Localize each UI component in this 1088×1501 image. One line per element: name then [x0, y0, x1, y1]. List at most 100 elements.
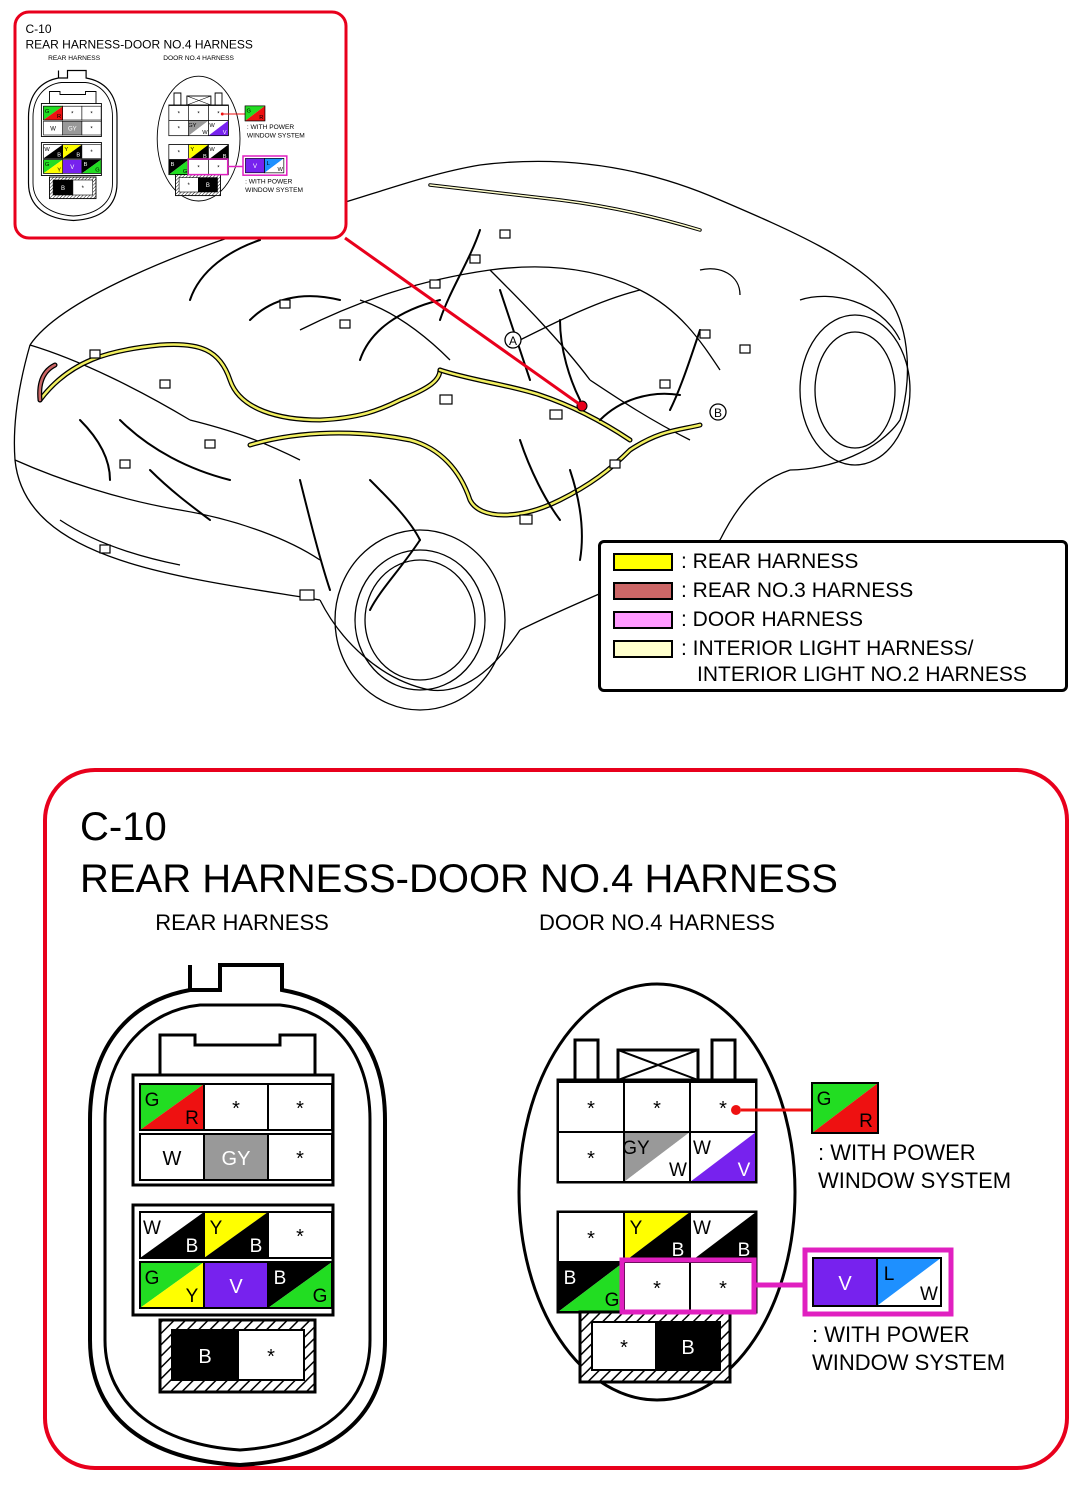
pin-color-code: Y — [210, 1218, 223, 1239]
connector-pin: V — [245, 158, 265, 174]
pin-color-code: * — [653, 1098, 661, 1120]
pin-stripe-code: B — [250, 1236, 263, 1257]
pin-stripe-code: G — [605, 1290, 620, 1311]
connector-pin: GY — [62, 120, 83, 136]
connector-pin: * — [267, 1083, 333, 1131]
pin-color-code: * — [296, 1098, 304, 1120]
pin-stripe-code: R — [185, 1108, 199, 1129]
connector-pin: WB — [139, 1211, 205, 1259]
connector-pin: * — [81, 105, 102, 121]
connector-pin: W — [43, 120, 64, 136]
connector-pin: WV — [208, 120, 229, 136]
connector-pin: GR — [811, 1082, 879, 1134]
pin-stripe-code: B — [738, 1240, 751, 1261]
pin-color-code: GY — [188, 123, 196, 129]
connector-pin: * — [203, 1083, 269, 1131]
legend-label-continued: INTERIOR LIGHT NO.2 HARNESS — [697, 663, 1027, 686]
connector-pin: * — [557, 1211, 625, 1263]
connector-pin: YB — [62, 144, 83, 159]
pin-color-code: W — [693, 1138, 711, 1159]
pin-color-code: W — [209, 123, 215, 129]
connector-housing-outer — [27, 69, 118, 222]
connector-pin: * — [623, 1261, 691, 1313]
left-connector-label: REAR HARNESS — [155, 910, 329, 935]
pin-color-code: B — [171, 162, 175, 168]
pin-color-code: * — [719, 1098, 727, 1120]
power-window-note: WINDOW SYSTEM — [812, 1350, 1005, 1375]
pin-color-code: G — [45, 109, 49, 115]
connector-pin: * — [237, 1329, 305, 1381]
connector-pin: BG — [168, 159, 190, 175]
connector-pin: B — [171, 1329, 239, 1381]
power-window-note: : WITH POWER — [812, 1322, 970, 1347]
pin-stripe-code: B — [223, 154, 227, 160]
pin-color-code: * — [267, 1346, 275, 1368]
connector-title: REAR HARNESS-DOOR NO.4 HARNESS — [26, 38, 253, 52]
connector-pin: LW — [876, 1257, 942, 1307]
pin-stripe-code: R — [259, 115, 263, 121]
pin-stripe-code: V — [738, 1160, 751, 1181]
connector-pin: YB — [623, 1211, 691, 1263]
pin-color-code: * — [296, 1148, 304, 1170]
connector-pin: * — [557, 1081, 625, 1133]
connector-pin: V — [203, 1261, 269, 1309]
pin-stripe-code: B — [203, 154, 207, 160]
svg-text:B: B — [714, 406, 722, 420]
connector-housing-inner — [103, 1003, 372, 1452]
pin-stripe-code: G — [183, 169, 187, 175]
pin-color-code: L — [267, 161, 270, 167]
pin-color-code: W — [163, 1148, 182, 1170]
connector-pin: * — [81, 144, 102, 159]
connector-pin: * — [208, 159, 229, 175]
right-connector-label: DOOR NO.4 HARNESS — [539, 910, 775, 935]
connector-key-cross — [186, 95, 212, 106]
legend-swatch — [613, 582, 673, 600]
pin-color-code: V — [253, 164, 257, 170]
connector-pin: * — [168, 144, 190, 160]
power-window-note: : WITH POWER — [818, 1140, 976, 1165]
connector-id: C-10 — [80, 805, 167, 849]
power-window-pin-marker — [731, 1105, 741, 1115]
pin-color-code: * — [217, 111, 220, 117]
connector-pin: * — [557, 1131, 625, 1183]
power-window-pin-marker — [220, 112, 224, 116]
pointer-a: A — [504, 331, 522, 349]
harness-wires — [37, 183, 703, 611]
pin-color-code: G — [145, 1268, 160, 1289]
pin-color-code: GY — [622, 1138, 650, 1159]
legend-row-door-harness: : DOOR HARNESS — [613, 607, 863, 633]
connector-pin: * — [62, 105, 83, 121]
pin-color-code: V — [70, 165, 74, 171]
connector-pin: WB — [43, 144, 64, 159]
pin-color-code: Y — [630, 1218, 643, 1239]
pin-color-code: B — [564, 1268, 577, 1289]
pin-color-code: * — [178, 150, 181, 156]
legend-label: : REAR HARNESS — [681, 550, 859, 573]
pin-stripe-code: B — [672, 1240, 685, 1261]
connector-pin: GR — [139, 1083, 205, 1131]
pin-color-code: * — [197, 166, 200, 172]
pin-color-code: G — [45, 162, 49, 168]
legend-swatch — [613, 640, 673, 658]
legend-label: : INTERIOR LIGHT HARNESS/ — [681, 637, 974, 660]
connector-pin: * — [689, 1261, 757, 1313]
connector-housing-inner — [32, 82, 113, 217]
pin-color-code: Y — [64, 147, 68, 153]
legend-label: : DOOR HARNESS — [681, 608, 864, 631]
connector-housing — [156, 75, 241, 202]
pin-color-code: * — [197, 111, 200, 117]
pin-stripe-code: R — [57, 114, 61, 120]
connector-pin: * — [208, 105, 229, 121]
pin-color-code: GY — [222, 1148, 251, 1170]
power-window-alt-box — [242, 155, 288, 176]
pin-color-code: * — [90, 150, 93, 156]
connector-pin: WB — [689, 1211, 757, 1263]
connector-pin: * — [267, 1133, 333, 1181]
car-illustration — [13, 160, 911, 711]
pin-color-code: * — [232, 1098, 240, 1120]
connector-pin: * — [168, 120, 190, 136]
connector-pin: V — [812, 1257, 878, 1307]
pin-color-code: W — [693, 1218, 711, 1239]
pin-stripe-code: B — [57, 153, 61, 159]
